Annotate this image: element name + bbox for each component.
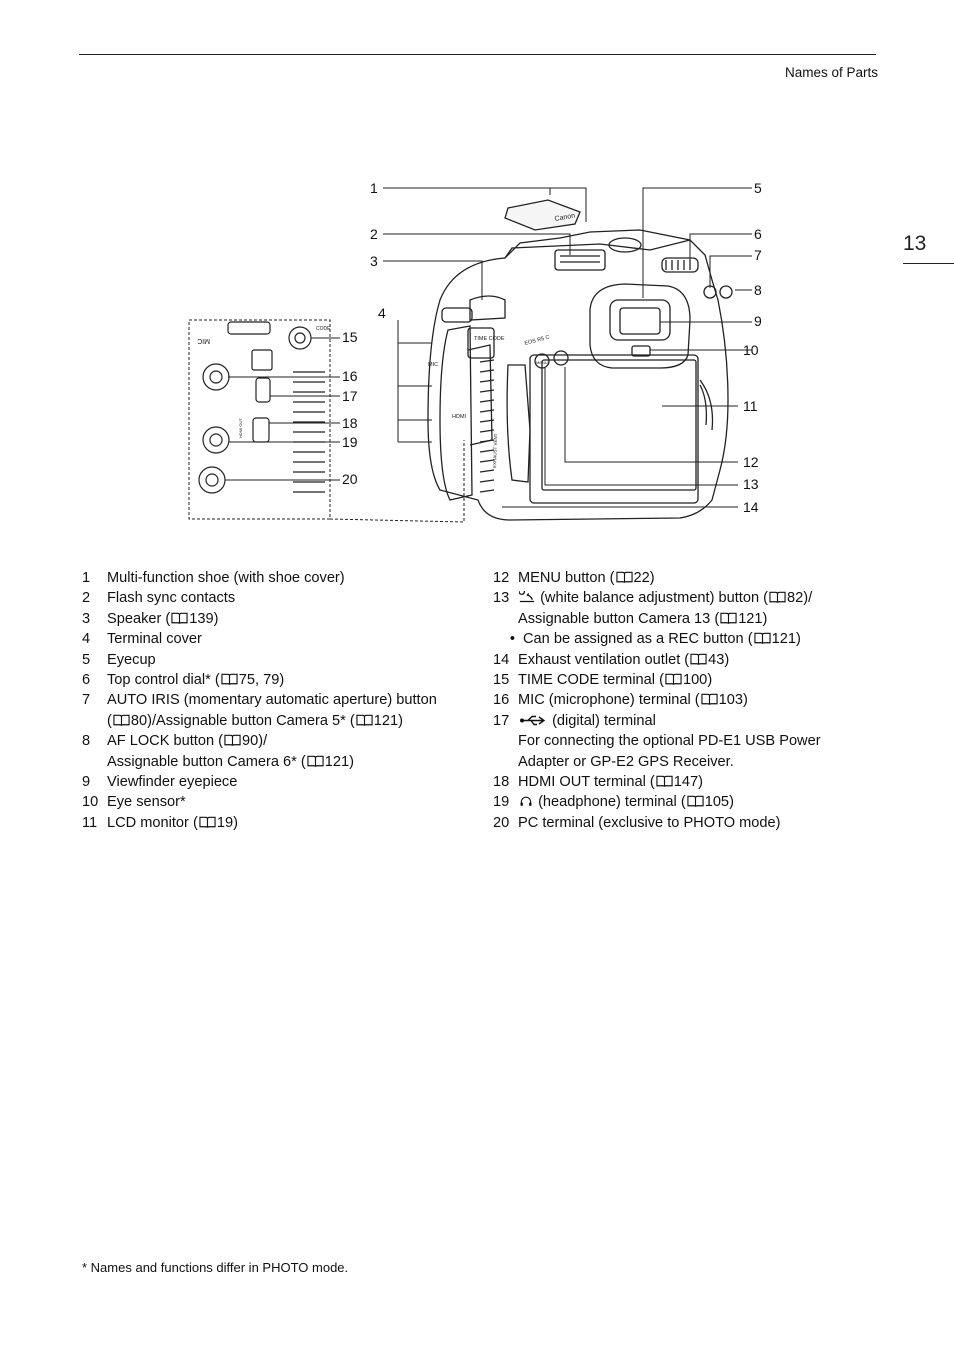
camera-body: Canon: [427, 199, 733, 521]
callout-6: 6: [754, 226, 762, 242]
callout-10: 10: [743, 342, 759, 358]
book-icon: [769, 592, 786, 604]
book-icon: [221, 673, 238, 686]
white-balance-icon: [519, 591, 535, 603]
callout-14: 14: [743, 499, 759, 515]
callout-7: 7: [754, 247, 762, 263]
callout-1: 1: [370, 180, 378, 196]
time-code-label: TIME CODE: [474, 336, 505, 342]
leader-lines: [225, 187, 752, 508]
callout-15: 15: [342, 329, 358, 345]
detail-mic-label: MIC: [197, 337, 210, 344]
footnote: * Names and functions differ in PHOTO mo…: [82, 1260, 349, 1275]
callout-11: 11: [743, 398, 758, 414]
book-icon: [690, 653, 707, 665]
book-icon: [356, 714, 373, 727]
menu-label: MENU: [536, 360, 548, 365]
book-icon: [113, 714, 130, 727]
callout-17: 17: [342, 388, 358, 404]
page-number-rule: [903, 263, 954, 264]
callout-9: 9: [754, 313, 762, 329]
usb-icon: [520, 715, 546, 726]
headphone-icon: [520, 797, 532, 807]
book-icon: [665, 673, 682, 686]
book-icon: [753, 632, 771, 645]
book-icon: [701, 694, 718, 706]
list-item: 13 (white balance adjustment) button (82…: [493, 590, 813, 627]
page-number: 13: [903, 232, 927, 255]
book-icon: [224, 734, 241, 747]
book-icon: [199, 816, 216, 829]
mic-label: MIC: [428, 362, 438, 368]
section-title: Names of Parts: [784, 65, 878, 80]
hdmi-label: HDMI: [452, 414, 467, 420]
callout-12: 12: [743, 454, 759, 470]
book-icon: [656, 775, 673, 788]
detail-code-label: CODE: [316, 326, 331, 332]
callout-3: 3: [370, 253, 378, 269]
detail-hdmi-out-label: HDMI OUT: [238, 418, 243, 438]
callout-8: 8: [754, 282, 762, 298]
canon-logo-text: Canon: [554, 212, 576, 222]
book-icon: [307, 755, 324, 767]
callout-4: 4: [378, 305, 386, 321]
exhaust-vent-slats: [479, 359, 495, 493]
callout-16: 16: [342, 368, 358, 384]
list-bullet: •Can be assigned as a REC button (121): [509, 631, 801, 648]
model-label: EOS R5 C: [524, 334, 550, 346]
terminal-detail-box: [188, 319, 331, 520]
callout-13: 13: [743, 476, 759, 492]
callout-20: 20: [342, 471, 358, 487]
list-item: 19 (headphone) terminal (105): [493, 794, 734, 811]
callout-5: 5: [754, 180, 762, 196]
book-icon: [687, 796, 704, 808]
header-rule: [79, 54, 876, 55]
callout-2: 2: [370, 226, 378, 242]
exhaust-label: EXHAUST VENT: [492, 433, 498, 468]
book-icon: [171, 612, 188, 625]
book-icon: [720, 612, 737, 625]
camera-rear-diagram: Canon TI: [188, 180, 762, 523]
detail-vent-slats: [293, 371, 325, 493]
terminal-detail: [198, 321, 325, 494]
book-icon: [615, 571, 633, 584]
callout-18: 18: [342, 415, 358, 431]
callout-19: 19: [342, 434, 358, 450]
